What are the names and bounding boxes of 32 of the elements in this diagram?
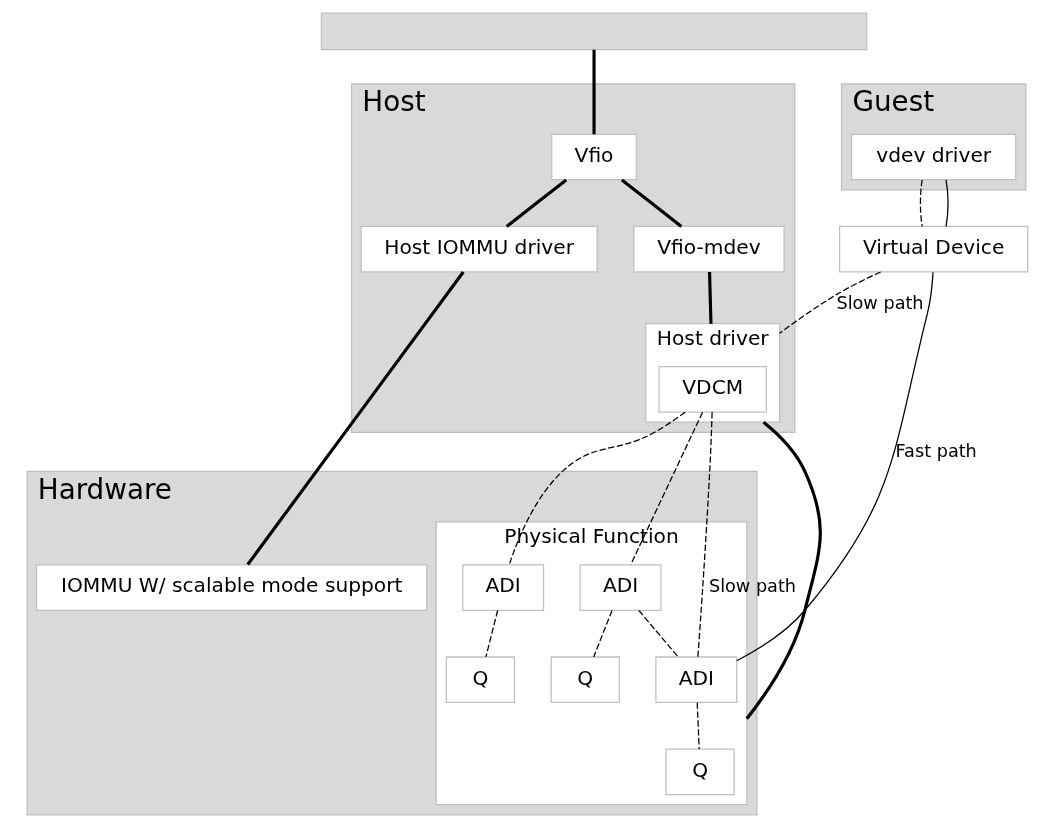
connector [484, 609, 498, 658]
connector [707, 271, 713, 324]
node-box: Q [445, 656, 515, 704]
node-box: vdev driver [850, 133, 1016, 181]
node-box: ADI [461, 564, 544, 611]
connector [245, 271, 465, 566]
node-box: Vfio-mdev [632, 225, 785, 273]
node-box: ADI [654, 656, 737, 704]
node-box: VDCM [657, 365, 767, 413]
connector [735, 271, 934, 662]
node-box: IOMMU W/ scalable mode support [35, 564, 427, 611]
edge-label: Slow path [835, 292, 924, 313]
connector [505, 178, 567, 228]
node-box: Vfio [550, 133, 637, 181]
node-box: Host IOMMU driver [359, 225, 598, 273]
node-box: ADI [579, 564, 662, 611]
connector [696, 411, 713, 658]
node-box: Q [664, 748, 735, 796]
connector [944, 179, 948, 228]
connector [919, 179, 923, 228]
connector [637, 609, 679, 658]
node-box [320, 12, 867, 51]
connector [592, 609, 613, 658]
connector [620, 178, 682, 228]
node-box: Virtual Device [838, 225, 1028, 273]
connector [745, 420, 822, 720]
connector [591, 49, 596, 135]
connector [696, 702, 700, 750]
connector [508, 411, 686, 566]
edge-label: Fast path [895, 440, 977, 461]
node-box: Q [550, 656, 620, 704]
connector [778, 271, 881, 334]
